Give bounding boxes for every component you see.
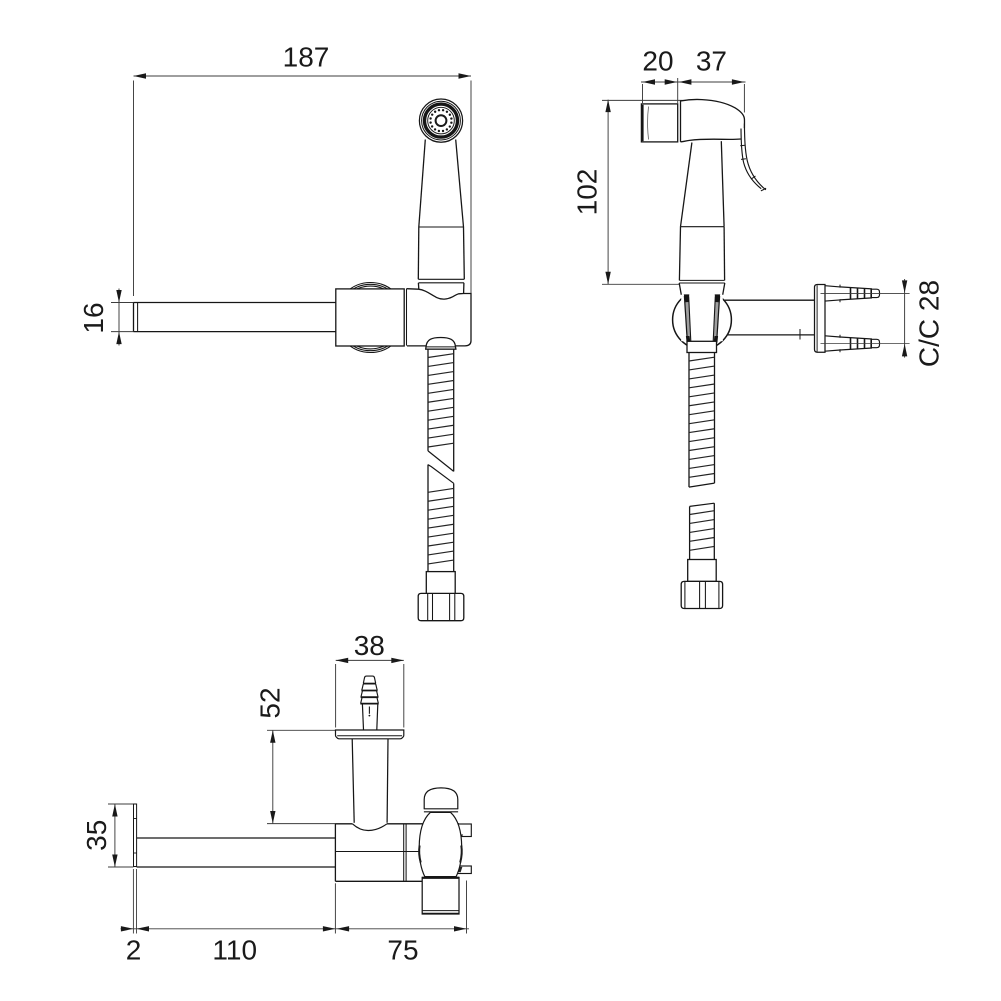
svg-text:102: 102 — [572, 169, 603, 216]
svg-text:110: 110 — [212, 935, 257, 966]
svg-text:16: 16 — [78, 302, 109, 333]
svg-text:38: 38 — [354, 630, 385, 661]
svg-text:187: 187 — [283, 42, 330, 73]
svg-text:2: 2 — [126, 935, 142, 966]
svg-text:20: 20 — [642, 45, 673, 76]
svg-text:75: 75 — [387, 935, 418, 966]
svg-text:35: 35 — [81, 820, 112, 851]
svg-text:C/C 28: C/C 28 — [914, 280, 945, 367]
svg-text:37: 37 — [696, 45, 727, 76]
svg-text:52: 52 — [254, 687, 285, 718]
